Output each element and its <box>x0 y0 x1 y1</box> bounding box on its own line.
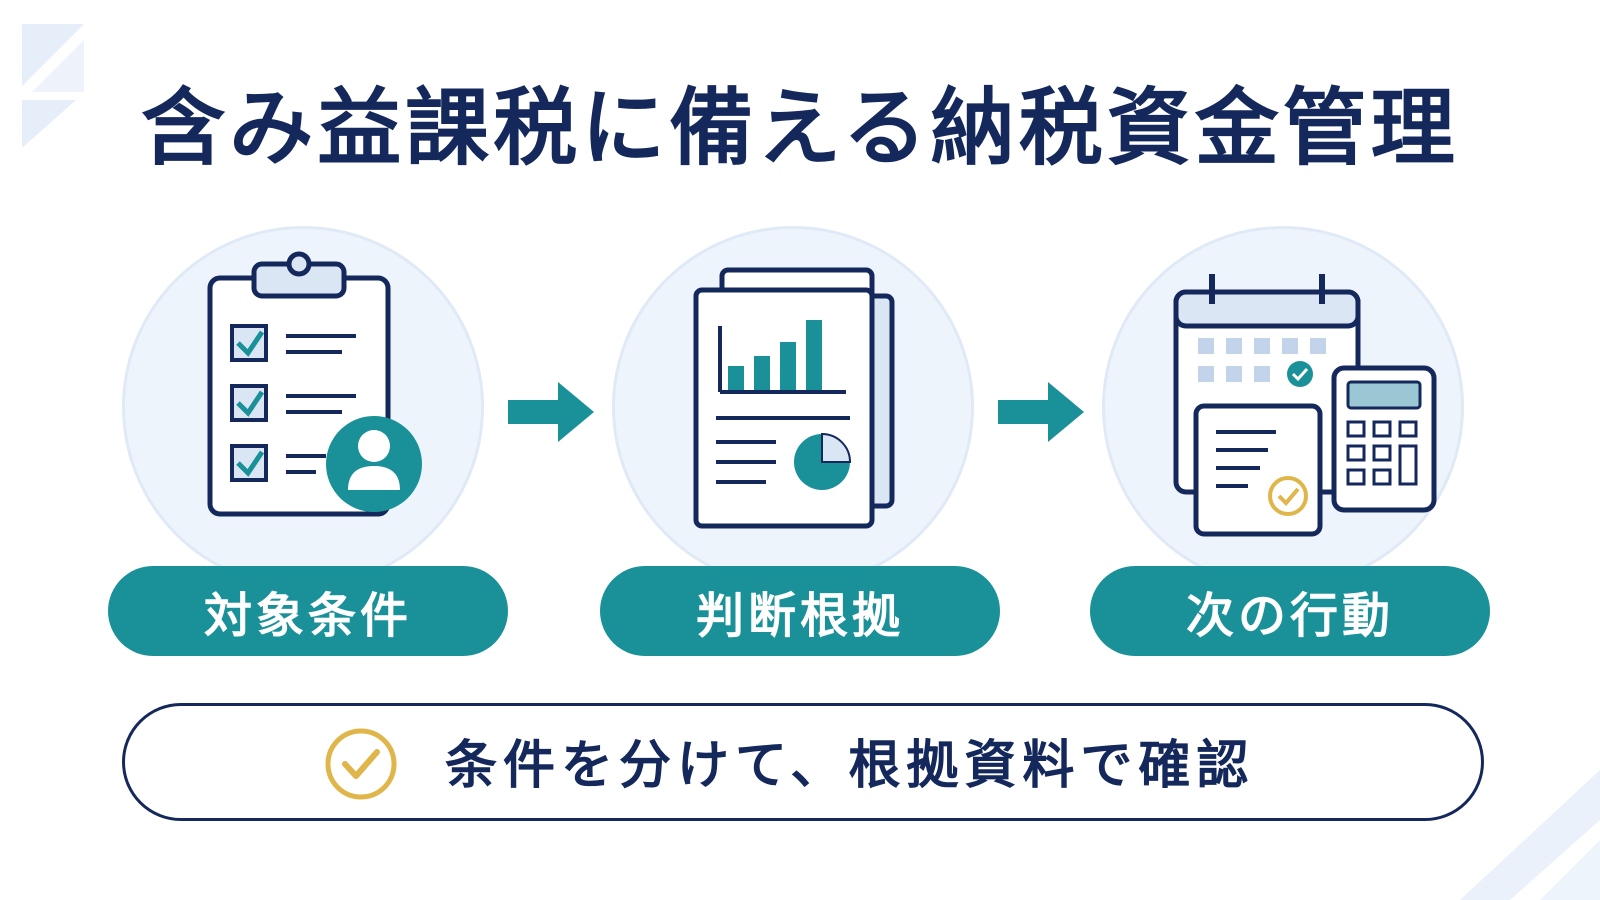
summary-banner: 条件を分けて、根拠資料で確認 <box>122 703 1484 821</box>
check-circle-icon <box>325 728 397 800</box>
calendar-calculator-document-icon <box>1173 274 1437 537</box>
step-2-label: 判断根拠 <box>600 566 1000 656</box>
step-3-label: 次の行動 <box>1090 566 1490 656</box>
page-title: 含み益課税に備える納税資金管理 <box>141 79 1459 177</box>
summary-text: 条件を分けて、根拠資料で確認 <box>445 736 1255 796</box>
clipboard-checklist-user-icon <box>207 251 422 517</box>
report-chart-documents-icon <box>693 267 895 529</box>
step-1-label: 対象条件 <box>108 566 508 656</box>
corner-decoration-bottom-right <box>1460 770 1600 900</box>
corner-decoration-top-left <box>22 24 84 148</box>
arrow-right-icon <box>998 382 1084 442</box>
arrow-right-icon <box>508 382 594 442</box>
